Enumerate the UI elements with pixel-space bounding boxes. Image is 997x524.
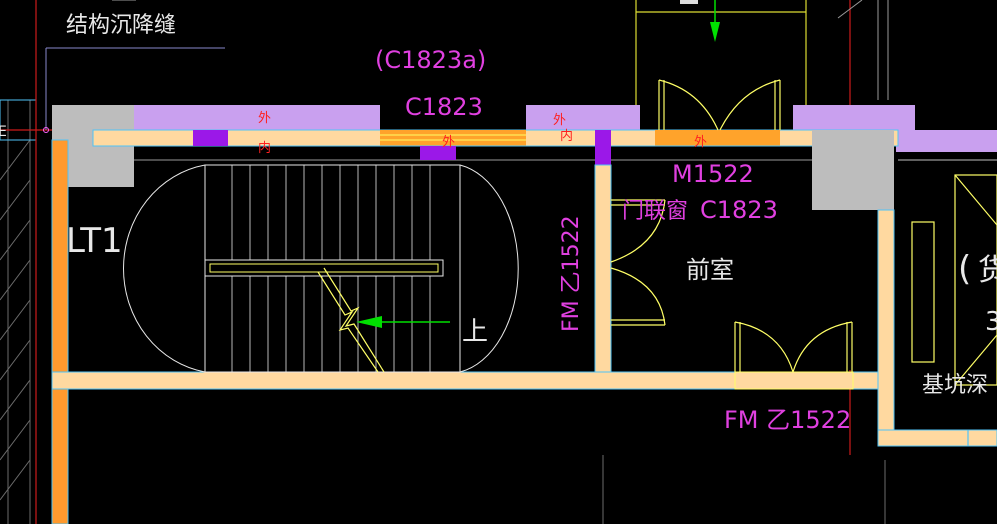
right-paren-label: ( [958,249,971,289]
outside-tag-3: 外 [553,113,566,128]
top-yellow-outline [635,0,807,105]
door-m1522-label: M1522 [672,160,754,188]
left-hatch [0,100,31,524]
window-c1823a-label: (C1823a) [375,46,486,74]
fire-door-bottom-label: FM 乙1522 [724,406,851,434]
window-c1823-label: C1823 [405,93,483,121]
right-partial-label: 货 [978,253,997,288]
top-small-mark [680,0,698,4]
stair-id-label: LT1 [66,221,123,261]
inside-tag-3: 内 [560,128,573,144]
right-wall [877,209,997,447]
door-partition [610,199,666,326]
window-c1823-b-label: C1823 [700,196,778,224]
outside-tag-2: 外 [442,135,455,150]
door-top-double [658,79,781,131]
right-partial-2-label: 3 [985,307,997,337]
lobby-label: 前室 [686,256,734,284]
stair-up-arrow [356,316,450,328]
stair-treads [231,165,431,372]
fire-door-vertical-label: FM 乙1522 [559,215,584,332]
stair-break-line [317,267,385,373]
top-right-lines [837,0,889,100]
door-bottom-double [734,321,853,373]
up-label: 上 [462,317,488,347]
inside-tag-1: 内 [258,140,271,156]
door-window-note-label: 门联窗 [622,199,688,224]
partition-wall [594,164,612,373]
outside-tag-1: 外 [258,111,271,126]
bottom-grey-lines [602,455,886,524]
seam-note-label: 结构沉降缝 [66,13,176,38]
top-green-arrow [710,0,720,42]
leader-point [43,127,49,133]
right-shaft [898,159,997,446]
outside-tag-4: 外 [694,135,707,150]
bottom-wall-band [51,371,879,390]
top-wall-band [92,129,899,161]
side-tags: 外 内 外 外 内 外 [258,111,707,156]
edge-letter-label: E [0,124,7,140]
pit-label: 基坑深 [922,373,988,398]
leader-lines [45,47,225,130]
left-wall [51,139,69,524]
right-grey-column [812,130,894,210]
